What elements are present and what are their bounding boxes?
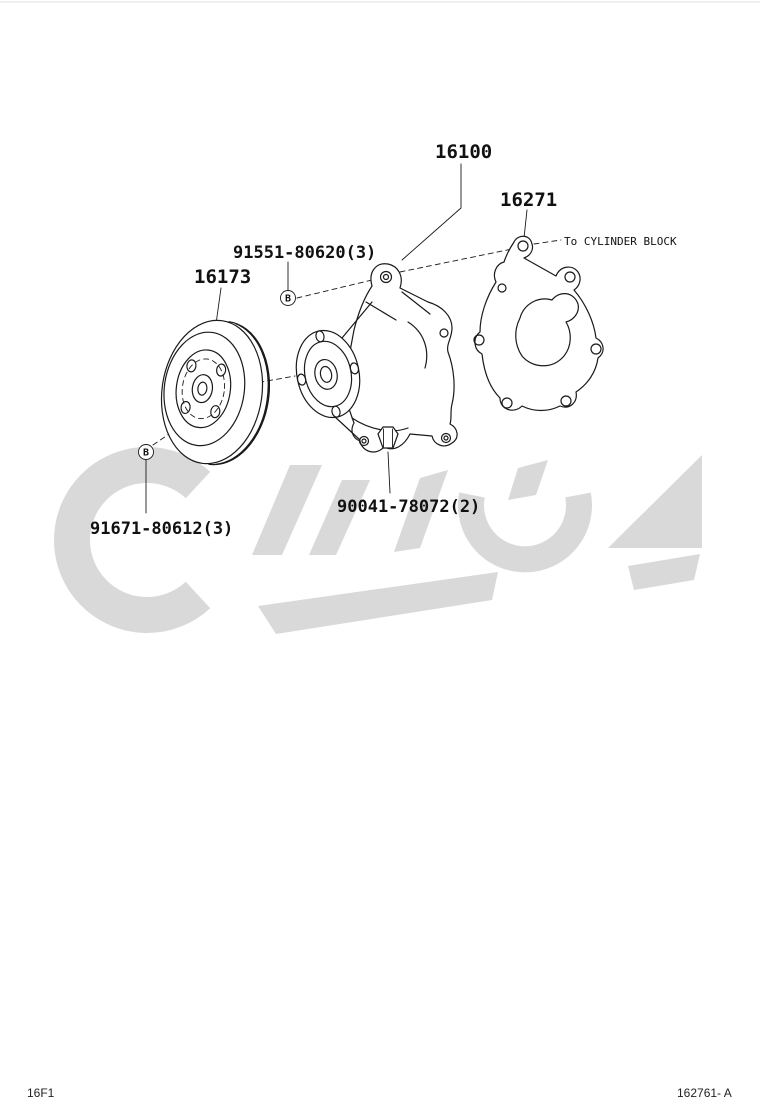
label-water-pump-assembly: 16100	[435, 141, 492, 163]
leader-16271	[523, 209, 528, 239]
fastener-marker-b-lower: B	[138, 444, 154, 460]
leader-lines	[145, 163, 562, 514]
label-cylinder-block-note: To CYLINDER BLOCK	[564, 235, 677, 248]
footer-figure-code: 162761- A	[677, 1086, 732, 1100]
label-pulley-bolt: 91671-80612(3)	[90, 519, 233, 539]
label-pump-bolt: 91551-80620(3)	[233, 243, 376, 263]
dashed-bolt-path-2	[399, 248, 513, 273]
label-stud-nut: 90041-78072(2)	[337, 497, 480, 517]
footer-section-code: 16F1	[27, 1086, 55, 1100]
pump-hub-flange	[295, 329, 361, 419]
dashed-axis-line	[249, 375, 296, 385]
gasket-drawing	[473, 235, 604, 412]
leader-90041	[387, 451, 391, 494]
label-gasket: 16271	[500, 189, 557, 211]
leader-16100	[401, 163, 462, 261]
dashed-bolt-path-1	[296, 279, 373, 299]
label-pulley: 16173	[194, 266, 251, 288]
fastener-marker-b-upper: B	[280, 290, 296, 306]
pulley-drawing	[160, 319, 271, 466]
marker-b-lower-label: B	[143, 448, 149, 459]
water-pump-drawing	[295, 263, 458, 453]
nut-drawing	[377, 426, 399, 449]
dashed-cylinder-block-leader	[533, 239, 562, 245]
watermark-logo	[54, 447, 702, 634]
leader-16173	[215, 287, 222, 325]
marker-b-upper-label: B	[285, 294, 291, 305]
